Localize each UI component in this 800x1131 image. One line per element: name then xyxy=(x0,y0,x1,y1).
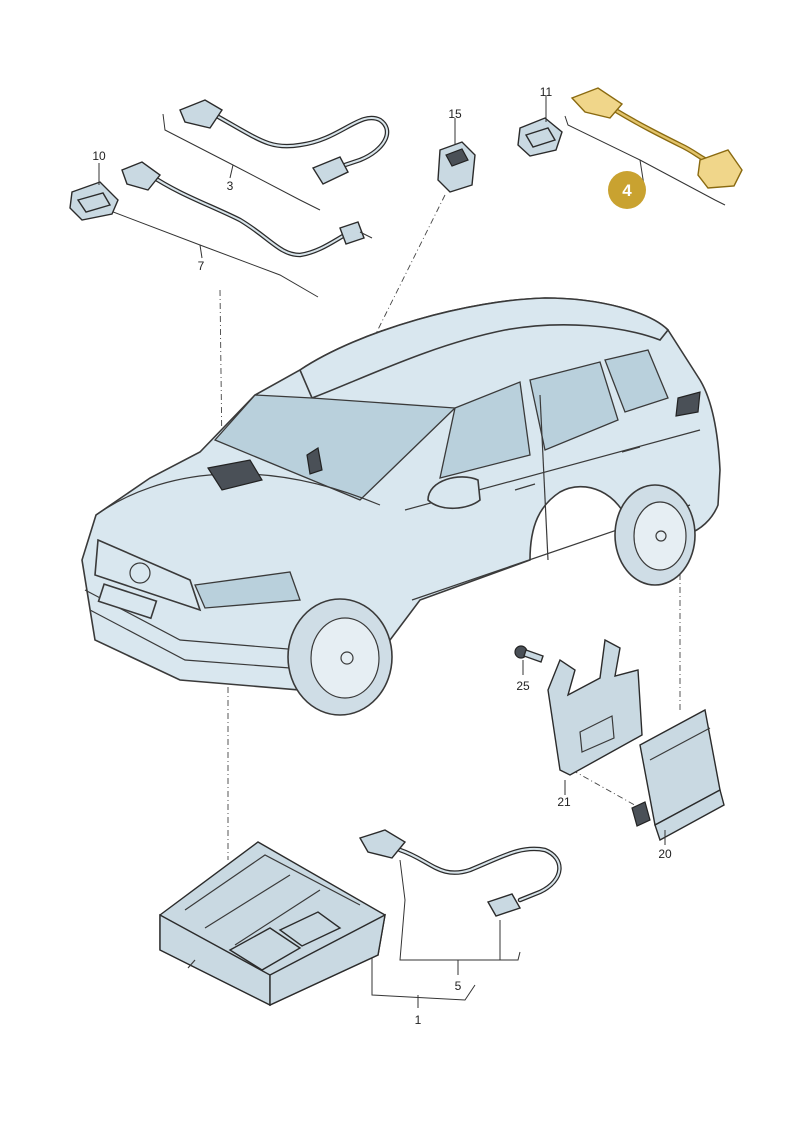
callout-5[interactable]: 5 xyxy=(455,979,462,993)
callout-15[interactable]: 15 xyxy=(448,107,462,121)
callout-4[interactable]: 4 xyxy=(622,181,632,200)
callout-25[interactable]: 25 xyxy=(516,679,530,693)
callout-21[interactable]: 21 xyxy=(557,795,571,809)
callout-7[interactable]: 7 xyxy=(198,259,205,273)
callout-labels: 1 3 5 7 10 11 15 20 21 25 xyxy=(92,85,672,1027)
vehicle-illustration xyxy=(81,297,721,716)
part-4-adapter-cable-highlighted xyxy=(564,87,743,206)
part-21-bracket xyxy=(547,638,643,795)
callout-4-badge[interactable]: 4 xyxy=(608,171,646,209)
callout-4-circle xyxy=(608,171,646,209)
callout-3[interactable]: 3 xyxy=(227,179,234,193)
callout-10[interactable]: 10 xyxy=(92,149,106,163)
part-10-connector-housing xyxy=(69,163,119,221)
callout-20[interactable]: 20 xyxy=(658,847,672,861)
part-7-aux-cable xyxy=(104,161,373,298)
part-20-control-module xyxy=(631,708,725,845)
part-3-usb-cable xyxy=(162,99,390,211)
part-1-control-unit xyxy=(159,841,476,1008)
part-15-usb-socket xyxy=(437,118,476,193)
part-11-connector-housing xyxy=(517,96,563,157)
part-25-screw xyxy=(514,645,544,675)
callout-1[interactable]: 1 xyxy=(415,1013,422,1027)
callout-11[interactable]: 11 xyxy=(540,85,553,99)
part-5-usb-cable xyxy=(358,829,562,975)
